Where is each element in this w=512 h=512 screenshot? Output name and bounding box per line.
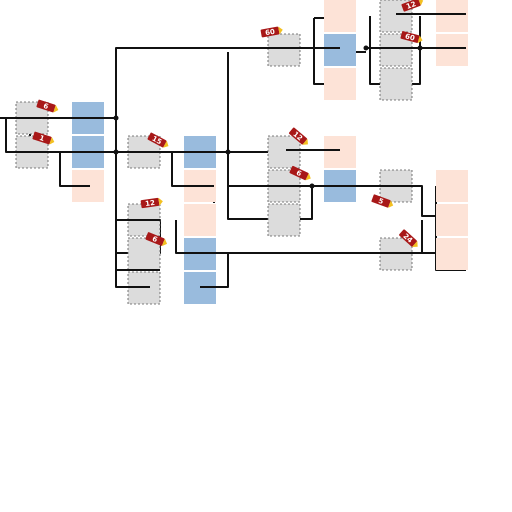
overlay-wires [0, 13, 466, 288]
peach-block [436, 204, 468, 236]
tag-label: 12 [405, 0, 417, 11]
tag: 12 [140, 197, 163, 208]
tag-label: 15 [151, 135, 163, 147]
blue-block [324, 34, 356, 66]
tag: 1 [32, 131, 55, 145]
peach-block [436, 170, 468, 202]
tag: 60 [400, 31, 423, 44]
gray-block [267, 135, 301, 169]
gray-block [267, 203, 301, 237]
tag-label: 60 [404, 32, 416, 42]
peach-block [436, 34, 468, 66]
peach-block [436, 0, 468, 32]
tag: 15 [147, 132, 169, 148]
gray-block [127, 237, 161, 271]
peach-block [436, 238, 468, 270]
peach-block [324, 0, 356, 32]
tag: 12 [401, 0, 424, 12]
tag-label: 6 [295, 169, 303, 178]
tag: 5 [371, 194, 394, 208]
tag-label: 1 [38, 134, 45, 143]
tag: 6 [36, 99, 59, 113]
gray-block [267, 33, 301, 67]
tag-label: 60 [265, 28, 276, 38]
tag-label: 12 [145, 199, 156, 208]
tag: 60 [260, 26, 283, 38]
peach-block [324, 136, 356, 168]
tag-label: 6 [42, 102, 49, 111]
tag: 6 [145, 232, 168, 247]
peach-block [184, 204, 216, 236]
tag: 6 [289, 165, 311, 181]
peach-blocks [72, 0, 468, 270]
gray-block [379, 67, 413, 101]
tag-label: 5 [377, 197, 384, 206]
peach-block [324, 68, 356, 100]
tag-label: 6 [151, 235, 159, 244]
tags: 6 1 15 12 6 60 12 [32, 0, 424, 247]
